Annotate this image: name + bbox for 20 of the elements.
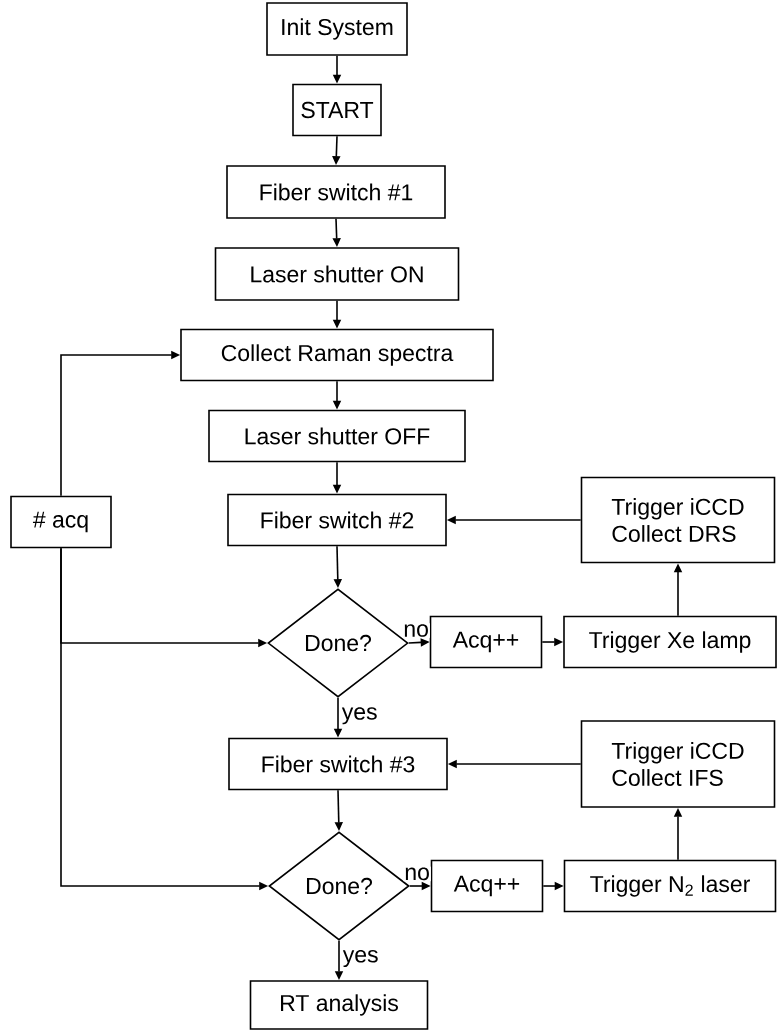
process-box: # acq (10, 495, 112, 549)
process-box: RT analysis (249, 980, 429, 1030)
process-box: Acq++ (429, 615, 543, 669)
process-box: Laser shutter ON (214, 247, 460, 301)
process-box: Collect Raman spectra (180, 328, 494, 382)
edge-label: no (403, 866, 431, 882)
process-box: Trigger Xe lamp (563, 615, 777, 669)
process-box: Acq++ (430, 859, 544, 913)
edge-label: yes (341, 948, 380, 969)
process-box: Trigger iCCD Collect IFS (580, 720, 776, 808)
process-box: Fiber switch #3 (228, 737, 448, 791)
process-box: START (292, 83, 382, 137)
process-box: Fiber switch #1 (226, 165, 446, 219)
process-box: Laser shutter OFF (208, 409, 466, 463)
edge-label: no (402, 623, 430, 638)
process-box: Trigger iCCD Collect DRS (580, 476, 776, 564)
process-box: Fiber switch #2 (227, 493, 447, 547)
process-box: Trigger N$_{2}$ laser (563, 859, 777, 913)
process-box: Init System (266, 2, 408, 56)
edge-label: yes (340, 706, 379, 726)
